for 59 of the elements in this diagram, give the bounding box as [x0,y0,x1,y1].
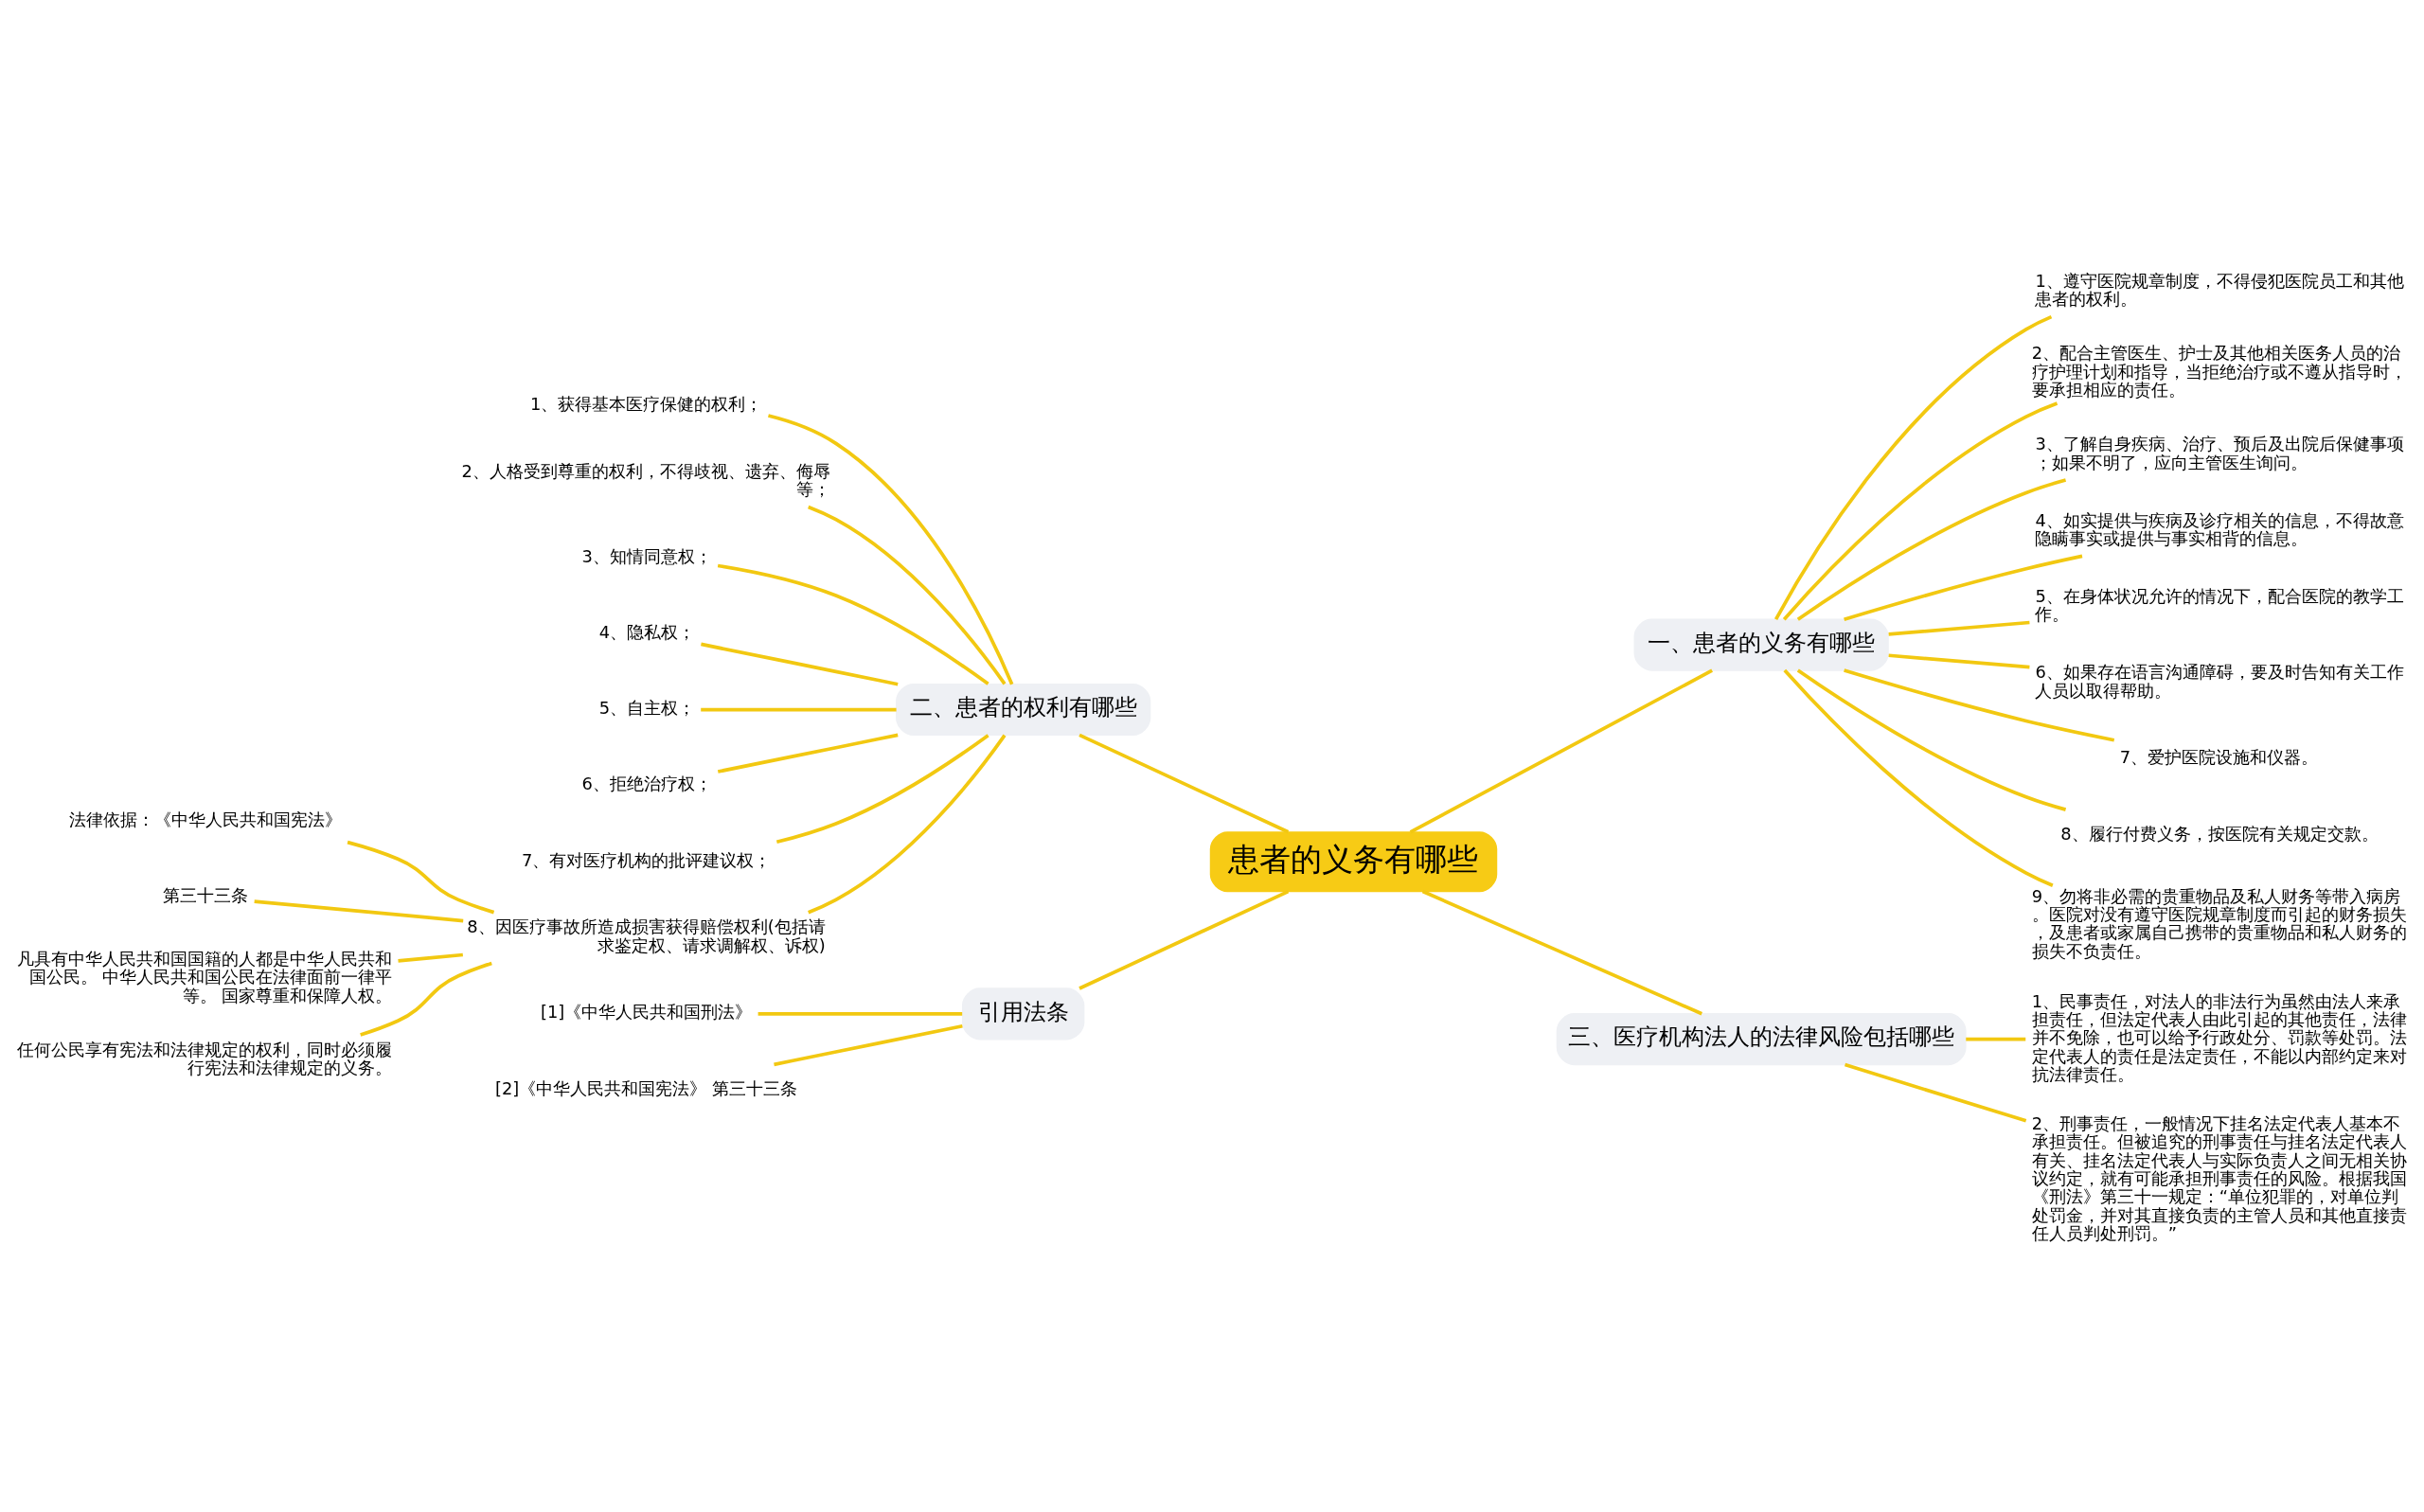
connector [1783,668,2054,887]
node-text: 6、拒绝治疗权； [581,773,712,793]
connector [768,413,1014,685]
node-text: 凡具有中华人民共和国国籍的人都是中华人民共和国公民。 中华人民共和国公民在法律面前一律平等。 国家尊重和保障人权。 [17,948,393,1005]
node-text: 1、民事责任，对法人的非法行为虽然由法人来承担责任，但法定代表人由此引起的其他责任，法律并不免除，也可以给予行政处分、罚款等处罚。法定代表人的责任是法定责任，不能以内部约定来对抗法律责任。 [2031,990,2407,1084]
node-box: 一、患者的义务有哪些 [1633,618,1889,671]
node-text: [2]《中华人民共和国宪法》 第三十三条 [494,1077,797,1098]
connector [717,733,899,774]
connector [808,734,1007,914]
node-box: 三、医疗机构法人的法律风险包括哪些 [1556,1012,1967,1065]
connector [1782,400,2059,620]
connector [717,563,989,685]
connector [1844,1062,2027,1123]
node-text: 8、因医疗事故所造成损害获得赔偿权利(包括请求鉴定权、请求调解权、诉权) [467,916,826,955]
connector [1888,652,2030,669]
node-text: 2、刑事责任，一般情况下挂名法定代表人基本不承担责任。但被追究的刑事责任与挂名法定代表人有关、挂名法定代表人与实际负责人之间无相关协议约定，就有可能承担刑事责任的风险。根据我国《刑法》第三十一规定：“单位犯罪的，对单位判处罚金，并对其直接负责的主管人员和其他直接责任人员判处刑罚。” [2031,1112,2407,1243]
node-text: 法律依据：《中华人民共和国宪法》 [68,809,342,829]
node-box: 引用法条 [961,987,1085,1040]
connector [1844,667,2115,742]
connector [1078,889,1290,990]
node-text: 2、人格受到尊重的权利，不得歧视、遗弃、侮辱等； [461,459,830,499]
connector [1078,733,1290,833]
connector [347,840,495,914]
connector [254,898,464,922]
node-text: 9、勿将非必需的贵重物品及私人财务等带入病房。医院对没有遵守医院规章制度而引起的财务损失，及患者或家属自己携带的贵重物品和私人财务的损失不负责任。 [2031,885,2407,961]
connector [701,642,899,686]
node-text: 1、遵守医院规章制度，不得侵犯医院员工和其他患者的权利。 [2035,270,2404,309]
node-box: 患者的义务有哪些 [1209,830,1498,892]
node-text: 6、如果存在语言沟通障碍，要及时告知有关工作人员以取得帮助。 [2035,661,2404,701]
connector [1796,477,2067,621]
node-text: 4、如实提供与疾病及诊疗相关的信息，不得故意隐瞒事实或提供与事实相背的信息。 [2035,509,2404,548]
connector [398,952,463,963]
node-text: 任何公民享有宪法和法律规定的权利，同时必须履行宪法和法律规定的义务。 [17,1039,393,1077]
connector [1966,1037,2026,1041]
connector [1773,314,2053,620]
node-text: 2、配合主管医生、护士及其他相关医务人员的治疗护理计划和指导，当拒绝治疗或不遵从指导时，要承担相应的责任。 [2031,342,2407,400]
connector [1409,668,1713,833]
node-text: 7、有对医疗机构的批评建议权； [522,849,772,870]
node-text: 8、履行付费义务，按医院有关规定交款。 [2060,823,2379,844]
connector [1796,667,2067,811]
connector [1421,889,1702,1015]
connector [360,961,492,1037]
connector [774,1023,963,1066]
connector [1844,554,2083,621]
node-text: 7、爱护医院设施和仪器。 [2119,746,2319,767]
connector [701,707,897,711]
connector [1888,620,2030,636]
node-text: 5、在身体状况允许的情况下，配合医院的教学工作。 [2035,585,2404,624]
connector [758,1011,963,1016]
node-text: 4、隐私权； [598,621,696,642]
node-text: 5、自主权； [598,697,696,718]
connector [775,733,989,844]
node-text: 第三十三条 [163,884,249,905]
node-text: 3、知情同意权； [581,544,712,565]
node-text: [1]《中华人民共和国刑法》 [541,1001,753,1022]
node-text: 1、获得基本医疗保健的权利； [530,393,763,414]
connector [808,505,1007,685]
node-text: 3、了解自身疾病、治疗、预后及出院后保健事项；如果不明了，应向主管医生询问。 [2035,433,2404,472]
node-box: 二、患者的权利有哪些 [896,683,1151,736]
